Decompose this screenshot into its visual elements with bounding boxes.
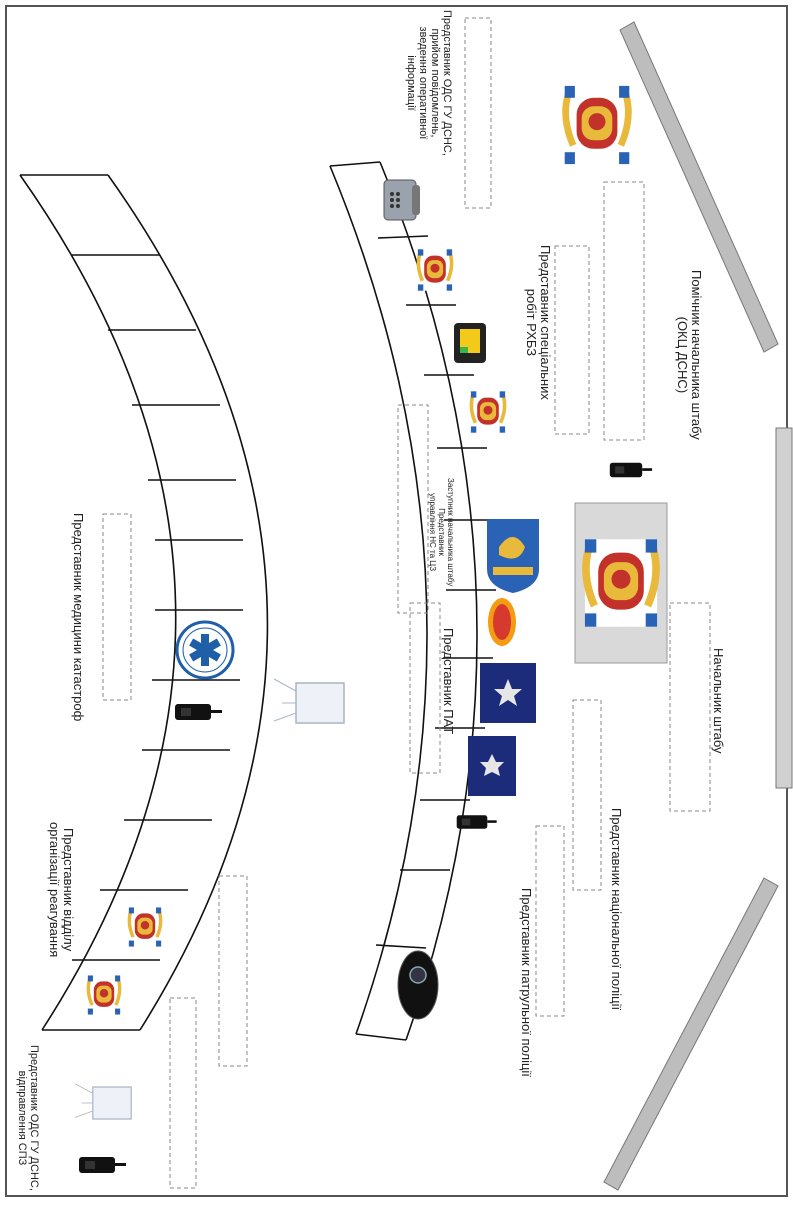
seat-deputy-head xyxy=(397,404,429,614)
star-of-life-icon xyxy=(175,620,235,680)
top-coat-of-arms-icon xyxy=(565,86,630,164)
desk-coat-of-arms-icon-2 xyxy=(469,389,507,435)
seat-patrol-police xyxy=(535,825,565,1017)
wall-top-segment xyxy=(619,21,779,353)
outer-coat-of-arms-icon-1 xyxy=(127,905,163,949)
seat-head-of-staff xyxy=(669,602,711,812)
seat-national-police xyxy=(572,699,602,891)
label-patrol-police: Представник патрульної поліції xyxy=(519,888,534,1077)
label-response-org: Представник відділу організації реагуван… xyxy=(47,822,76,958)
seat-odc-dispatch xyxy=(169,997,197,1189)
seat-medicine xyxy=(102,513,132,701)
label-rkhbz: Представник спеціальних робіт РХБЗ xyxy=(524,245,553,400)
podium-walkie-talkie-icon xyxy=(609,462,653,478)
wall-bottom-segment xyxy=(603,877,779,1191)
label-odc-dispatch: Представник ОДС ГУ ДСНС, відправлення СП… xyxy=(16,1045,40,1191)
label-assistant-head: Помічник начальника штабу (ОКЦ ДСНС) xyxy=(675,270,704,440)
seat-placeholders xyxy=(102,17,711,1189)
inner-desk-walkie-talkie-icon xyxy=(456,815,497,829)
projector-icon xyxy=(397,950,439,1020)
inner-desk xyxy=(329,161,496,1041)
lviv-lion-emblem-icon xyxy=(487,519,539,593)
label-head-of-staff: Начальник штабу xyxy=(711,648,726,754)
label-national-police: Представник національної поліції xyxy=(609,808,624,1011)
top-flipchart-icon xyxy=(273,678,345,724)
label-medicine: Представник медицини катастроф xyxy=(71,513,86,722)
seat-assistant-head xyxy=(603,181,645,441)
wall-middle-segment xyxy=(775,427,793,789)
bottom-flipchart-icon xyxy=(74,1083,132,1120)
desk-phone-icon xyxy=(383,179,420,221)
seat-rkhbz xyxy=(554,245,590,435)
desk-coat-of-arms-icon-1 xyxy=(416,247,454,293)
seat-response-org xyxy=(218,875,248,1067)
outer-coat-of-arms-icon-2 xyxy=(86,973,122,1017)
label-odc-reception: Представник ОДС ГУ ДСНС, прийом повідомл… xyxy=(405,10,453,156)
tablet-device-icon xyxy=(454,323,486,363)
seat-odc-reception xyxy=(464,17,492,209)
outer-desk xyxy=(19,174,269,1031)
outer-desk-walkie-talkie-icon xyxy=(175,704,222,720)
police-emblem-icon-2 xyxy=(468,736,516,796)
seat-pat xyxy=(409,602,441,774)
label-pat: Представник ПАТ xyxy=(441,628,456,735)
label-deputy-head: Заступник начальника штабу Представник у… xyxy=(428,478,455,587)
police-emblem-icon-1 xyxy=(480,663,536,723)
bottom-walkie-talkie-icon xyxy=(79,1157,126,1173)
gas-company-logo-icon xyxy=(488,598,516,646)
podium-coat-of-arms-icon xyxy=(585,539,657,626)
